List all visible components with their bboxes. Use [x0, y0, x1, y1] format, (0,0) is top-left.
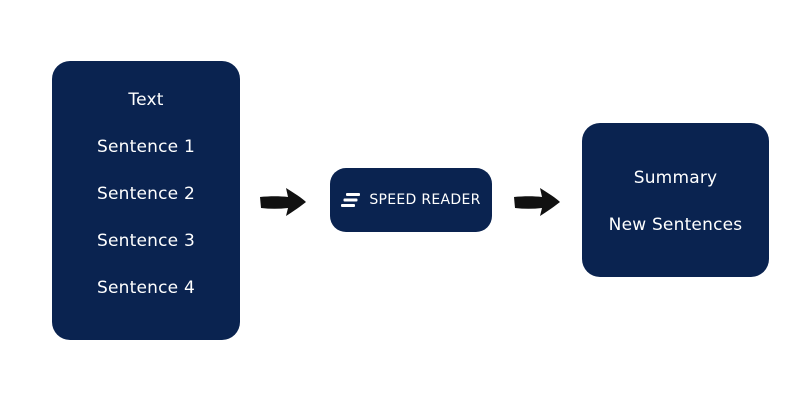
speed-reader-label: SPEED READER [369, 192, 481, 208]
sentence-4-label: Sentence 4 [97, 278, 195, 298]
speed-lines-icon [341, 193, 361, 207]
input-title: Text [128, 90, 164, 110]
sentence-1-label: Sentence 1 [97, 137, 195, 157]
new-sentences-label: New Sentences [608, 215, 743, 235]
summary-label: Summary [633, 168, 718, 188]
sentence-3-label: Sentence 3 [97, 231, 195, 251]
speed-reader-box: SPEED READER [330, 168, 492, 232]
arrow-right-icon [260, 188, 306, 216]
arrow-right-icon [514, 188, 560, 216]
input-text-box: Text Sentence 1 Sentence 2 Sentence 3 Se… [52, 61, 240, 340]
sentence-2-label: Sentence 2 [97, 184, 195, 204]
output-summary-box: Summary New Sentences [582, 123, 769, 277]
